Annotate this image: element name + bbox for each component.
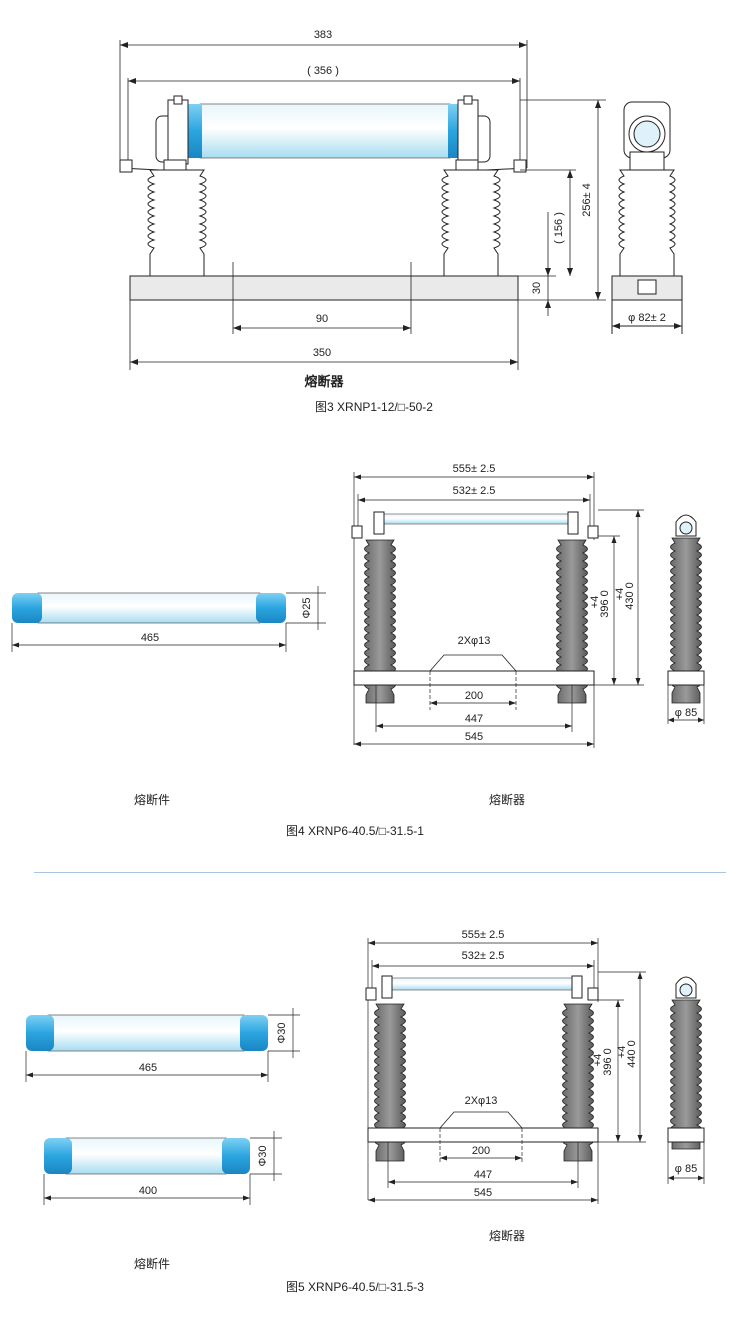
holder-overall-text: 555± 2.5 [453, 463, 496, 475]
dimension-383: 383 [119, 29, 528, 168]
holder-fuse-tube [383, 513, 571, 525]
fig3-label: 熔断器 [304, 374, 344, 389]
holder-hole-span-text: 200 [465, 690, 483, 702]
right-insulator [441, 169, 501, 283]
fuse-a-length-text: 465 [139, 1062, 157, 1074]
holder5-base-dim: 545 [368, 1142, 599, 1204]
holder5-side-view: φ 85 [667, 976, 705, 1184]
holder-holes-text: 2Xφ13 [458, 635, 491, 647]
fig3-caption: 图3 XRNP1-12/□-50-2 [315, 400, 433, 414]
holder5-overall-dim: 555± 2.5 [367, 929, 599, 1200]
holder5-outer-height-b: 440 0 [626, 1040, 638, 1068]
dim-overall-text: 383 [314, 29, 332, 41]
fuse-element-b [44, 1137, 250, 1175]
figure-5: Φ30 465 Φ30 400 熔断件 555± 2.5 [0, 900, 750, 1337]
holder5-base-text: 545 [474, 1187, 492, 1199]
holder-base-text: 545 [465, 731, 483, 743]
holder5-holes-text: 2Xφ13 [465, 1095, 498, 1107]
fuse-b-length-dim: 400 [43, 1174, 251, 1205]
holder5-right-insulator [562, 975, 599, 1162]
holder5-holes-dim: 2Xφ13 200 [439, 1095, 523, 1164]
figure-4: Φ25 465 熔断件 555± 2.5 532± 2.5 [0, 440, 750, 870]
holder5-left-insulator [365, 975, 406, 1162]
dim-diameter-text: φ 82± 2 [628, 312, 666, 324]
holder5-inner-dim: 532± 2.5 [371, 950, 595, 992]
fuse-tube [186, 103, 464, 159]
fig4-fuse-label: 熔断件 [134, 792, 170, 807]
holder-side-view: φ 85 [667, 514, 705, 724]
dim-base-width-text: 350 [313, 347, 331, 359]
holder-diameter-text: φ 85 [675, 707, 697, 719]
holder-outer-height-a: +4 [614, 588, 626, 601]
fig4-caption: 图4 XRNP6-40.5/□-31.5-1 [286, 824, 424, 838]
fuse-element-a [26, 1014, 268, 1052]
holder-mid-dim: 447 [375, 685, 573, 732]
fuse-a-length-dim: 465 [25, 1051, 269, 1082]
holder-right-insulator [556, 511, 599, 704]
fig5-holder-label: 熔断器 [489, 1228, 525, 1243]
holder5-overall-text: 555± 2.5 [462, 929, 505, 941]
dimension-90: 90 [232, 262, 412, 334]
dimension-156: ( 156 ) [520, 169, 576, 276]
holder-left-insulator [351, 511, 396, 704]
holder5-base [367, 1127, 599, 1143]
holder-holes-dim: 2Xφ13 200 [429, 635, 517, 710]
fuse-b-diameter-dim: Φ30 [250, 1131, 282, 1181]
holder5-mid-dim: 447 [387, 1142, 579, 1188]
base-plate [129, 275, 519, 301]
holder5-inner-height-b: 396 0 [602, 1048, 614, 1076]
holder-inner-dim: 532± 2.5 [357, 485, 591, 530]
dimension-356: ( 356 ) [127, 65, 521, 168]
holder5-height-dims: +4 396 0 +4 440 0 [592, 971, 646, 1143]
holder5-hole-span-text: 200 [472, 1145, 490, 1157]
holder5-mid-text: 447 [474, 1169, 492, 1181]
holder-inner-height-a: +4 [589, 596, 601, 609]
holder5-inner-height-a: +4 [592, 1054, 604, 1067]
fig4-holder-label: 熔断器 [489, 792, 525, 807]
holder-inner-height-b: 396 0 [599, 590, 611, 618]
figure-5-drawing: Φ30 465 Φ30 400 熔断件 555± 2.5 [25, 929, 705, 1294]
right-clamp [445, 95, 528, 173]
dimension-30: 30 [518, 212, 556, 316]
fig5-fuse-label: 熔断件 [134, 1256, 170, 1271]
holder-mid-text: 447 [465, 713, 483, 725]
fuse-a-diameter-dim: Φ30 [268, 1008, 300, 1058]
fuse-diameter-text: Φ25 [301, 597, 313, 618]
holder5-diameter-text: φ 85 [675, 1163, 697, 1175]
holder-outer-height-b: 430 0 [624, 582, 636, 610]
dim-height-text: 256± 4 [581, 183, 593, 217]
dim-arrows-82 [612, 323, 682, 329]
holder-base [353, 670, 595, 686]
dimension-256: 256± 4 [518, 99, 606, 301]
holder-base-dim: 545 [354, 685, 595, 748]
fuse-length-dim: 465 [11, 623, 287, 652]
dim-mid-height-text: ( 156 ) [553, 212, 565, 244]
holder5-fuse-tube [391, 977, 577, 991]
dim-base-gap-text: 90 [316, 313, 328, 325]
left-insulator [147, 169, 207, 283]
left-clamp [119, 95, 201, 173]
dim-base-height-text: 30 [531, 282, 543, 294]
side-view [611, 101, 683, 334]
figure-3-drawing: 383 ( 356 ) [119, 29, 683, 414]
figure-4-drawing: Φ25 465 熔断件 555± 2.5 532± 2.5 [11, 463, 705, 838]
dim-inner-text: ( 356 ) [307, 65, 339, 77]
holder5-inner-text: 532± 2.5 [462, 950, 505, 962]
fuse-b-diameter-text: Φ30 [257, 1145, 269, 1166]
holder-height-dims: +4 396 0 +4 430 0 [589, 509, 644, 686]
fuse-a-diameter-text: Φ30 [276, 1022, 288, 1043]
fuse-diameter-dim: Φ25 [286, 586, 326, 630]
fuse-element [12, 592, 286, 624]
holder-inner-text: 532± 2.5 [453, 485, 496, 497]
fuse-b-length-text: 400 [139, 1185, 157, 1197]
fig5-caption: 图5 XRNP6-40.5/□-31.5-3 [286, 1280, 424, 1294]
dimension-350: 350 [129, 300, 519, 370]
section-divider [34, 872, 726, 873]
figure-3: 383 ( 356 ) [0, 0, 750, 420]
fuse-length-text: 465 [141, 632, 159, 644]
holder5-outer-height-a: +4 [616, 1046, 628, 1059]
